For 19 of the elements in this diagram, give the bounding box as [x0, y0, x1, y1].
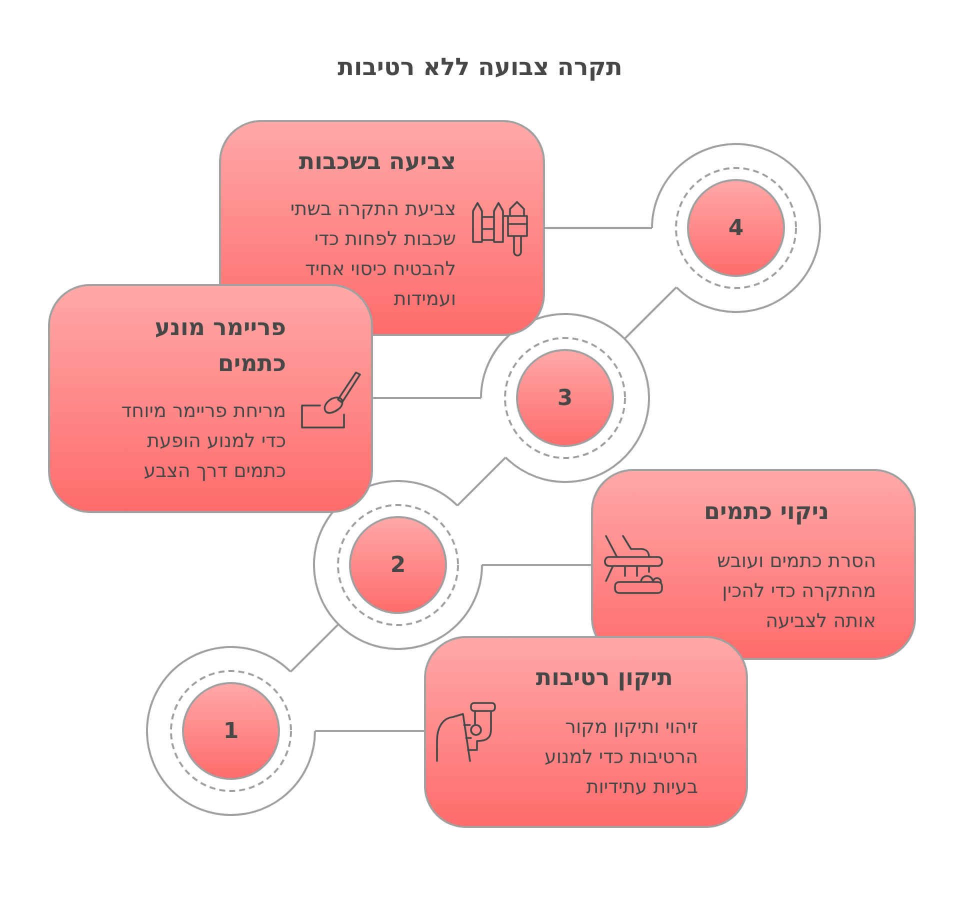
- step-description: צביעת התקרה בשתי שכבות לפחות כדי להבטיח כיסוי אחיד ועמידות: [289, 197, 456, 312]
- connector-line: [373, 397, 481, 399]
- title: תקרה צבועה ללא רטיבות: [338, 52, 622, 82]
- connector-line: [624, 286, 678, 340]
- step-description: זיהוי ותיקון מקור הרטיבות כדי למנוע בעיות עתידיות: [544, 715, 698, 800]
- step-heading: ניקוי כתמים: [703, 498, 829, 527]
- step-description: מריחת פריימר מיוחד כדי למנוע הופעת כתמים דרך הצבע: [120, 399, 286, 484]
- step-heading: תיקון רטיבות: [534, 664, 673, 693]
- step-description: הסרת כתמים ועובש מהתקרה כדי להכין אותה לצביעה: [716, 549, 876, 634]
- connector-line: [290, 624, 340, 672]
- connector-line: [545, 227, 652, 229]
- step-box: [591, 469, 916, 660]
- connector-line: [482, 564, 591, 566]
- step-box: [424, 636, 748, 828]
- connector-line: [456, 456, 506, 506]
- step-heading: צביעה בשכבות: [298, 148, 456, 177]
- connector-line: [315, 730, 424, 732]
- step-box: [48, 284, 373, 513]
- step-heading: פריימר מונע כתמים: [154, 314, 286, 379]
